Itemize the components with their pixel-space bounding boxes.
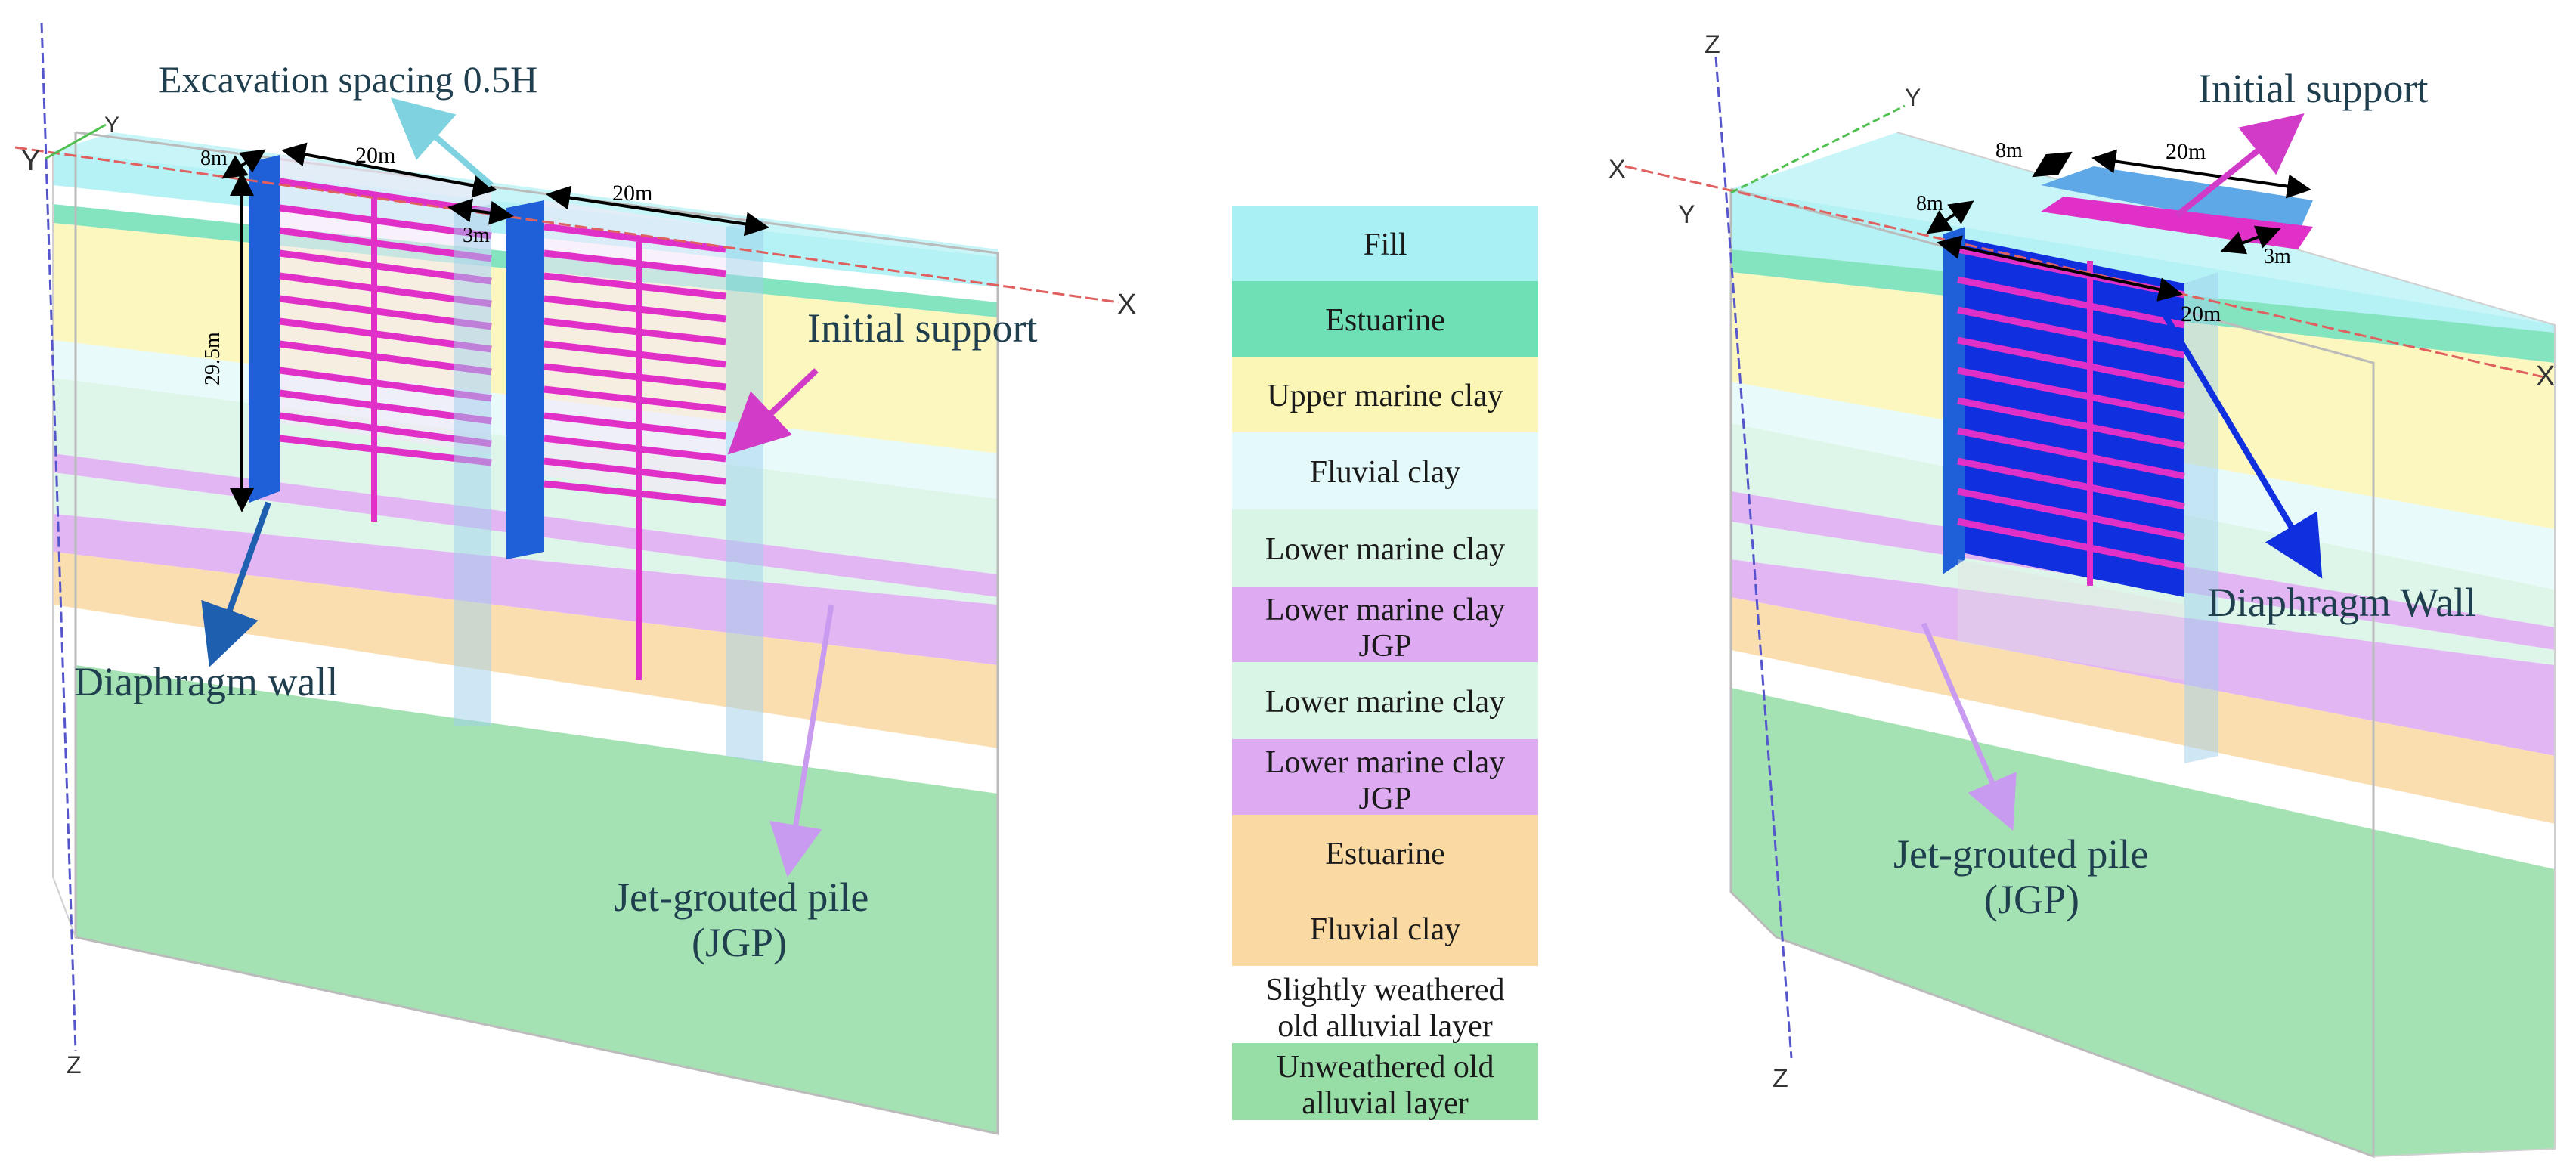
legend-label: Fluvial clay [1310, 455, 1460, 490]
left-model: X Y Y Z 20m 20m 8m 3m 29.5m Excavation s… [14, 22, 1136, 1135]
left-jgp-label-1: Jet-grouted pile [614, 874, 868, 920]
right-jgp-label-2: (JGP) [1984, 877, 2079, 922]
left-jgp-label-2: (JGP) [692, 920, 787, 965]
right-layer-unweathered [1731, 688, 2555, 1156]
legend-swatch [1232, 815, 1538, 890]
left-diaphragm-wall-label: Diaphragm wall [74, 659, 338, 704]
legend-swatch [1232, 357, 1538, 432]
right-dim-top-20m: 20m [2166, 139, 2206, 164]
legend-swatch [1232, 890, 1538, 966]
legend-swatch [1232, 281, 1538, 357]
left-layer-unweathered [76, 665, 998, 1134]
legend-label: Lower marine clay [1265, 685, 1505, 720]
left-dim-3m: 3m [463, 224, 490, 247]
left-axis-x-label: X [1117, 289, 1136, 320]
right-initial-support-label: Initial support [2198, 66, 2428, 111]
legend-label: Upper marine clay [1267, 379, 1503, 413]
right-layer-slightly [1731, 650, 2555, 869]
right-dim-top-8m: 8m [1995, 139, 2023, 162]
legend-label: Estuarine [1325, 837, 1445, 871]
legend-swatch [1232, 739, 1538, 815]
legend-label: JGP [1358, 629, 1411, 664]
left-initial-support-label: Initial support [807, 305, 1037, 351]
right-dim-front-20m: 20m [2181, 302, 2221, 327]
left-callouts: Excavation spacing 0.5H Initial support … [74, 58, 1037, 965]
right-callouts: Initial support Diaphragm Wall Jet-grout… [1893, 66, 2476, 922]
right-axis-x-label: X [1608, 155, 1626, 184]
left-dim-29-5m: 29.5m [201, 332, 224, 385]
legend-swatch [1232, 1043, 1538, 1120]
legend-label: Lower marine clay [1265, 593, 1505, 627]
left-dim-20m-a: 20m [355, 143, 395, 168]
legend-label: JGP [1358, 782, 1411, 816]
legend-label: Estuarine [1325, 303, 1445, 338]
right-axis-x2-label: X [2536, 361, 2555, 392]
legend-label: Unweathered old [1276, 1050, 1494, 1085]
legend-swatch [1232, 509, 1538, 587]
right-jgp-label-1: Jet-grouted pile [1893, 831, 2148, 877]
right-layer-jgp-2 [1731, 559, 2555, 756]
left-dim-20m-b: 20m [612, 181, 652, 206]
legend-label: alluvial layer [1302, 1086, 1468, 1121]
right-model: X X Y Y Z Z 20m 8m 8m 20m 3m Initial sup… [1608, 30, 2556, 1159]
legend-label: Fill [1363, 228, 1407, 262]
left-dim-8m: 8m [200, 147, 228, 170]
right-axis-z2-label: Z [1773, 1064, 1788, 1093]
right-dim-3m: 3m [2264, 245, 2291, 268]
legend-swatch [1232, 587, 1538, 662]
right-dim-front-8m: 8m [1916, 192, 1943, 215]
legend-label: old alluvial layer [1277, 1009, 1493, 1044]
left-axis-y2-label: Y [21, 145, 40, 177]
legend-label: Lower marine clay [1265, 532, 1505, 567]
left-excavation-spacing-label: Excavation spacing 0.5H [159, 58, 537, 101]
right-layer-lower-2 [1731, 522, 2555, 665]
legend-label: Lower marine clay [1265, 745, 1505, 780]
right-dimensions: 20m 8m 8m 20m 3m [1916, 139, 2311, 327]
legend-swatch [1232, 206, 1538, 281]
left-axis-y-label: Y [104, 113, 119, 138]
right-axis-z-label: Z [1704, 30, 1720, 59]
left-axis-z-label: Z [67, 1051, 82, 1079]
left-dimensions: 20m 20m 8m 3m 29.5m [200, 142, 769, 512]
right-diaphragm-wall-label: Diaphragm Wall [2207, 580, 2476, 625]
legend-swatch [1232, 432, 1538, 509]
legend-label: Fluvial clay [1310, 912, 1460, 947]
left-pit-2 [506, 200, 763, 763]
left-pit-1 [249, 155, 492, 726]
right-axis-y-label: Y [1905, 84, 1921, 111]
right-axis-y2-label: Y [1678, 200, 1695, 229]
legend-label: Slightly weathered [1265, 973, 1504, 1008]
legend-swatch [1232, 662, 1538, 739]
legend-swatch [1232, 966, 1538, 1043]
